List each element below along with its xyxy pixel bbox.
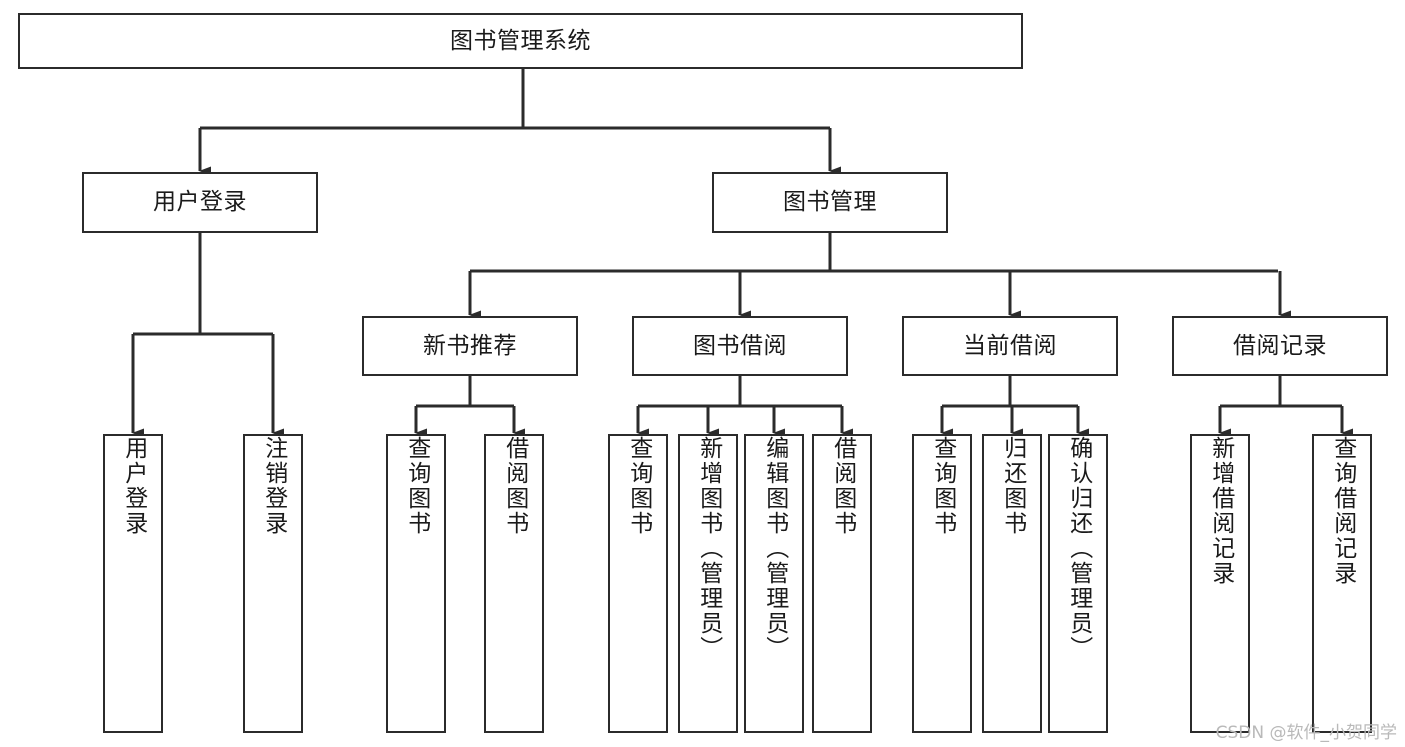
- leaf-logout-login-label: 注销登录: [260, 436, 287, 536]
- leaf-query-book-3[interactable]: 查询图书: [912, 434, 972, 733]
- leaf-return-book[interactable]: 归还图书: [982, 434, 1042, 733]
- node-root[interactable]: 图书管理系统: [18, 13, 1023, 69]
- watermark: CSDN @软件_小贺同学: [1215, 723, 1397, 743]
- leaf-borrow-book-1[interactable]: 借阅图书: [484, 434, 544, 733]
- leaf-query-book-2[interactable]: 查询图书: [608, 434, 668, 733]
- node-new-book-recommend[interactable]: 新书推荐: [362, 316, 578, 376]
- leaf-borrow-book-1-label: 借阅图书: [501, 436, 528, 536]
- leaf-query-borrow-record-label: 查询借阅记录: [1329, 436, 1356, 586]
- node-user-login-label: 用户登录: [153, 189, 247, 216]
- node-borrow-record-label: 借阅记录: [1233, 332, 1327, 359]
- leaf-edit-book-admin-label: 编辑图书（管理员）: [761, 436, 788, 661]
- node-book-manage-label: 图书管理: [783, 189, 877, 216]
- leaf-query-book-3-label: 查询图书: [929, 436, 956, 536]
- node-borrow-record[interactable]: 借阅记录: [1172, 316, 1388, 376]
- leaf-user-login-label: 用户登录: [120, 436, 147, 536]
- leaf-logout-login[interactable]: 注销登录: [243, 434, 303, 733]
- leaf-edit-book-admin[interactable]: 编辑图书（管理员）: [744, 434, 804, 733]
- node-current-borrow-label: 当前借阅: [963, 332, 1057, 359]
- leaf-confirm-return-admin[interactable]: 确认归还（管理员）: [1048, 434, 1108, 733]
- node-book-manage[interactable]: 图书管理: [712, 172, 948, 233]
- leaf-query-borrow-record[interactable]: 查询借阅记录: [1312, 434, 1372, 733]
- leaf-query-book-1[interactable]: 查询图书: [386, 434, 446, 733]
- leaf-borrow-book-2-label: 借阅图书: [829, 436, 856, 536]
- node-book-borrow[interactable]: 图书借阅: [632, 316, 848, 376]
- node-new-book-recommend-label: 新书推荐: [423, 332, 517, 359]
- leaf-query-book-1-label: 查询图书: [403, 436, 430, 536]
- node-book-borrow-label: 图书借阅: [693, 332, 787, 359]
- leaf-add-borrow-record-label: 新增借阅记录: [1207, 436, 1234, 586]
- node-user-login[interactable]: 用户登录: [82, 172, 318, 233]
- leaf-return-book-label: 归还图书: [999, 436, 1026, 536]
- leaf-add-borrow-record[interactable]: 新增借阅记录: [1190, 434, 1250, 733]
- node-current-borrow[interactable]: 当前借阅: [902, 316, 1118, 376]
- node-root-label: 图书管理系统: [450, 27, 591, 54]
- leaf-query-book-2-label: 查询图书: [625, 436, 652, 536]
- leaf-confirm-return-admin-label: 确认归还（管理员）: [1065, 436, 1092, 661]
- leaf-add-book-admin-label: 新增图书（管理员）: [695, 436, 722, 661]
- leaf-user-login[interactable]: 用户登录: [103, 434, 163, 733]
- leaf-borrow-book-2[interactable]: 借阅图书: [812, 434, 872, 733]
- leaf-add-book-admin[interactable]: 新增图书（管理员）: [678, 434, 738, 733]
